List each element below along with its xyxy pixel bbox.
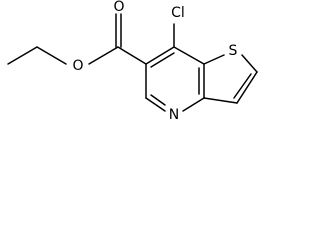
bond-ch2-oester [36,46,67,65]
bond-c6-c7 [145,46,175,65]
bond-c2-c3-inner [233,73,252,99]
atom-label-chlorine: Cl [171,5,185,21]
atom-label-sulfur: S [229,43,238,59]
atom-labels: Cl O O S N [72,0,237,123]
bond-c3a-n [182,97,205,112]
atom-label-nitrogen: N [169,107,179,123]
bond-c6-c7-inner [150,52,175,68]
bond-ccarbonyl-c6 [117,46,147,65]
bond-ch3-ch2 [7,46,38,65]
bonds [7,13,258,112]
bond-n-c5-inner [150,94,166,106]
bond-c2-c3 [236,71,258,104]
bond-c7a-s [203,54,225,65]
bond-n-c5 [145,97,166,112]
chemical-structure: Cl O O S N [7,0,258,123]
bond-c3-c3a [203,97,238,104]
bond-oester-ccarbonyl [88,46,119,65]
bond-c7-c7a [173,46,205,65]
bond-s-c2 [241,54,258,73]
atom-label-ester-oxygen: O [72,58,83,74]
atom-label-carbonyl-oxygen: O [113,0,124,15]
